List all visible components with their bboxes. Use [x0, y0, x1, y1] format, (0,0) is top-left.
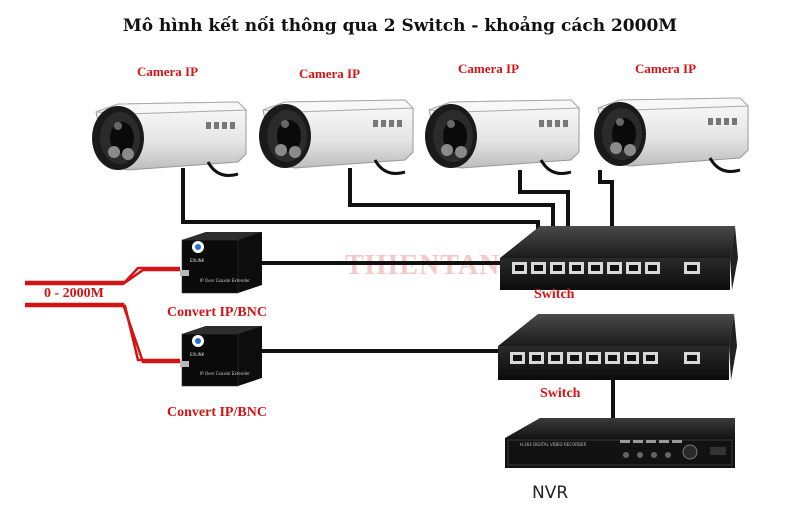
bnc-port-icon — [180, 270, 189, 276]
converter-1-device-text: IP Over Coaxial Extender — [200, 278, 250, 283]
switch-2-label: Switch — [540, 386, 581, 401]
svg-text:EXLINK: EXLINK — [190, 352, 205, 357]
watermark: THIENTAN — [345, 250, 501, 281]
distance-label: 0 - 2000M — [44, 286, 104, 301]
converter-2-label: Convert IP/BNC — [167, 405, 267, 420]
converter-1-label: Convert IP/BNC — [167, 305, 267, 320]
switch-1 — [500, 226, 738, 290]
red-coax-cables — [25, 266, 180, 364]
nvr-label: NVR — [532, 483, 569, 503]
camera-3 — [423, 98, 581, 175]
bnc-port-icon — [180, 361, 189, 367]
svg-text:EXLINK: EXLINK — [190, 258, 205, 263]
camera-2 — [257, 98, 415, 175]
camera-4-label: Camera IP — [635, 61, 697, 76]
switch-1-label: Switch — [534, 287, 575, 302]
switch-2 — [498, 314, 737, 380]
converter-2: EXLINK IP Over Coaxial Extender — [180, 326, 262, 387]
camera-2-label: Camera IP — [299, 66, 361, 81]
camera-4 — [592, 96, 750, 173]
diagram-title: Mô hình kết nối thông qua 2 Switch - kho… — [122, 16, 678, 36]
camera-1-label: Camera IP — [137, 64, 199, 79]
camera-1 — [90, 100, 248, 177]
camera-3-label: Camera IP — [458, 61, 520, 76]
converter-1: EXLINK IP Over Coaxial Extender — [180, 232, 262, 294]
nvr-device: H.264 DIGITAL VIDEO RECORDER — [505, 418, 735, 468]
converter-2-device-text: IP Over Coaxial Extender — [200, 371, 250, 376]
svg-text:H.264 DIGITAL VIDEO RECORDER: H.264 DIGITAL VIDEO RECORDER — [520, 442, 587, 447]
